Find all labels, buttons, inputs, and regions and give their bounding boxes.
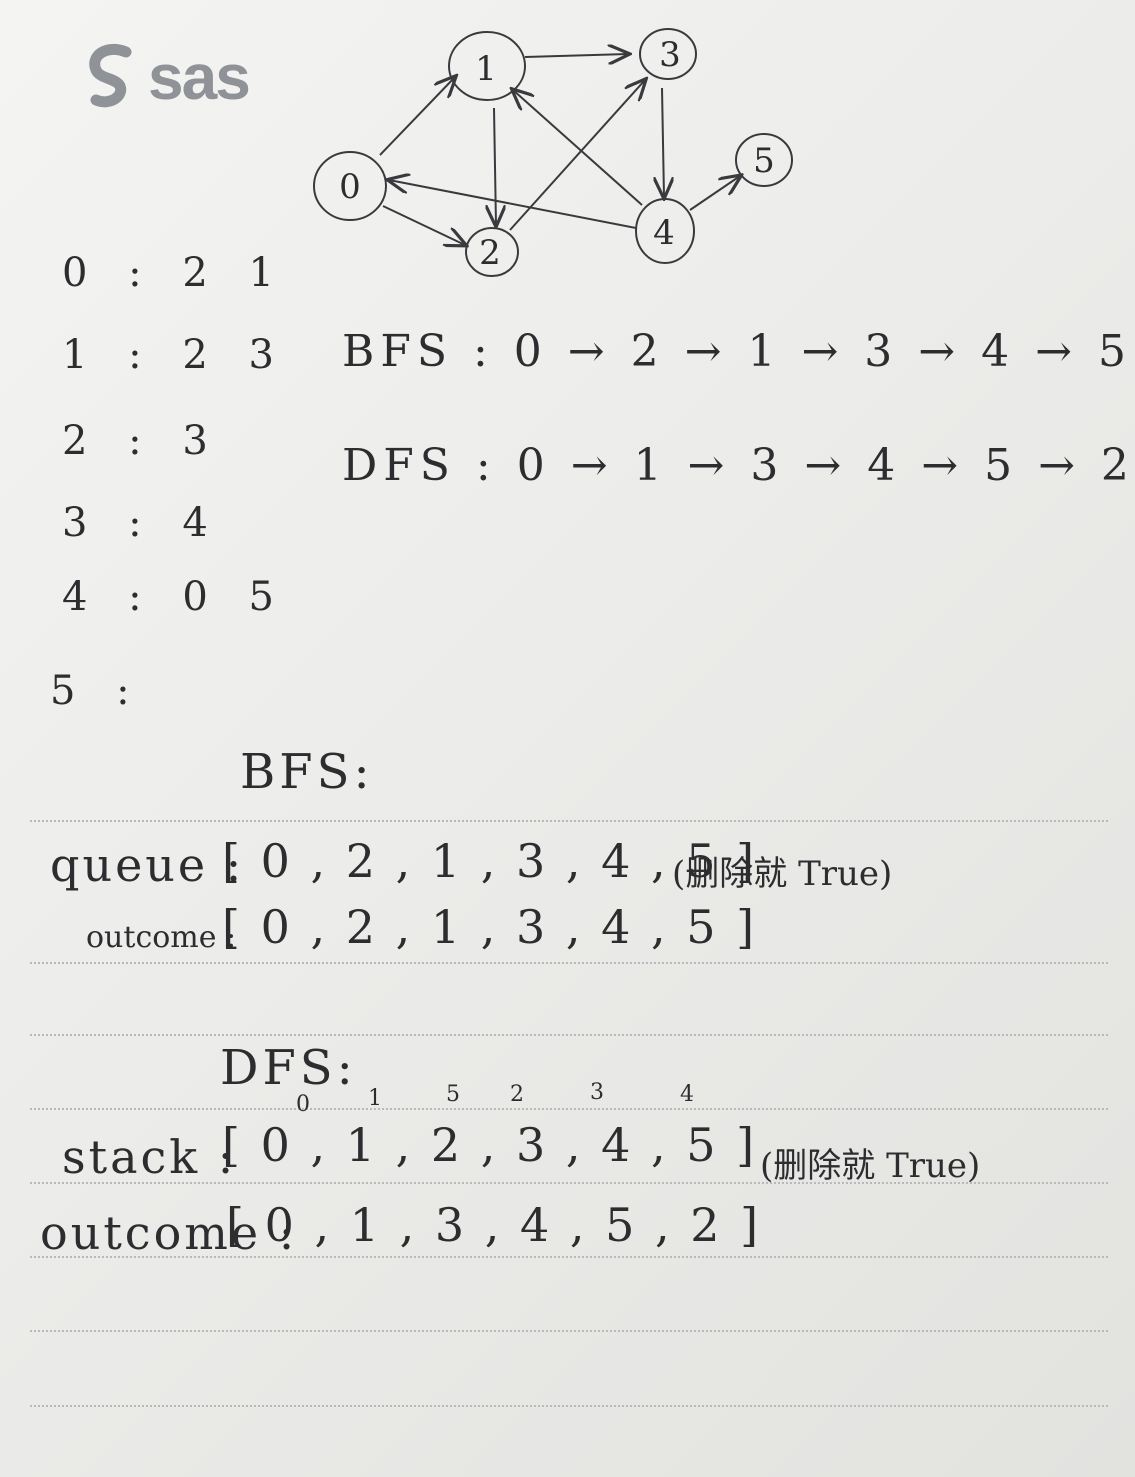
dfs-stack-values: [ 0 , 1 , 2 , 3 , 4 , 5 ]: [222, 1118, 758, 1172]
ruled-line: [30, 1256, 1108, 1258]
graph-node-label-0: 0: [339, 167, 361, 207]
dfs-outcome-values: [ 0 , 1 , 3 , 4 , 5 , 2 ]: [226, 1198, 762, 1252]
ruled-line: [30, 1330, 1108, 1332]
bfs-outcome-label: outcome :: [86, 920, 237, 955]
ruled-line: [30, 1405, 1108, 1407]
dfs-order-mark-0: 0: [296, 1092, 310, 1117]
edge-0-2: [382, 205, 465, 245]
graph-node-label-5: 5: [753, 141, 775, 181]
sas-swirl-icon: [89, 43, 132, 108]
edge-1-3: [524, 54, 628, 57]
edge-3-4: [662, 87, 664, 197]
ruled-line: [30, 820, 1108, 822]
edge-4-0: [389, 180, 637, 229]
ruled-line: [30, 1108, 1108, 1110]
dfs-order-mark-1: 1: [368, 1086, 382, 1111]
graph-node-3: [639, 28, 697, 80]
ruled-line: [30, 1034, 1108, 1036]
edge-2-3: [509, 80, 645, 231]
dfs-stack-note: (删除就 True): [760, 1146, 981, 1186]
graph-node-5: [735, 133, 793, 187]
adjacency-row-1: 1 : 2 3: [62, 332, 288, 378]
graph-node-1: [448, 31, 526, 101]
bfs-title: BFS:: [240, 744, 374, 800]
adjacency-row-3: 3 : 4: [62, 500, 222, 546]
dfs-title: DFS:: [220, 1040, 357, 1096]
graph-node-label-4: 4: [653, 213, 675, 253]
dfs-order: DFS : 0 → 1 → 3 → 4 → 5 → 2: [342, 440, 1135, 491]
dfs-order-mark-2: 5: [446, 1082, 460, 1107]
edge-4-1: [513, 90, 643, 206]
bfs-order: BFS : 0 → 2 → 1 → 3 → 4 → 5: [342, 326, 1132, 377]
dfs-order-mark-3: 2: [510, 1082, 524, 1107]
dfs-outcome-label: outcome :: [40, 1206, 298, 1260]
graph-node-label-3: 3: [659, 35, 681, 75]
edge-4-5: [689, 176, 740, 211]
graph-node-label-1: 1: [475, 49, 497, 89]
adjacency-row-2: 2 : 3: [62, 418, 222, 464]
sas-logo-text: sas: [148, 41, 251, 113]
dfs-order-mark-5: 4: [680, 1082, 694, 1107]
adjacency-row-5: 5 :: [50, 668, 144, 714]
ruled-line: [30, 962, 1108, 964]
edge-0-1: [379, 77, 455, 156]
adjacency-row-0: 0 : 2 1: [62, 250, 288, 296]
dfs-order-mark-4: 3: [590, 1080, 604, 1105]
sas-logo: sas: [86, 40, 251, 114]
dfs-stack-label: stack :: [62, 1130, 237, 1184]
ruled-line: [30, 1182, 1108, 1184]
bfs-queue-note: (删除就 True): [672, 854, 893, 894]
bfs-queue-label: queue :: [50, 838, 245, 892]
adjacency-row-4: 4 : 0 5: [62, 574, 288, 620]
edge-1-2: [494, 107, 496, 225]
bfs-queue-values: [ 0 , 2 , 1 , 3 , 4 , 5 ]: [222, 834, 758, 888]
graph-node-label-2: 2: [479, 233, 501, 273]
bfs-outcome-values: [ 0 , 2 , 1 , 3 , 4 , 5 ]: [222, 900, 758, 954]
directed-graph: 0 1 2 3 4 5: [313, 28, 793, 277]
